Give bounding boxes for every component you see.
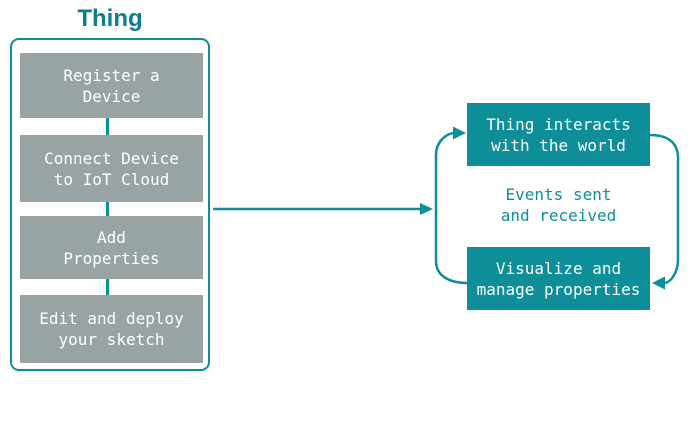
step-edit-deploy-sketch: Edit and deploy your sketch [20, 295, 203, 363]
cycle-right-arrow-head-icon [652, 276, 665, 290]
cycle-events-label: Events sent and received [500, 185, 617, 225]
cycle-right-arrow-curve [648, 133, 680, 285]
step-connect-device: Connect Device to IoT Cloud [20, 135, 203, 202]
cycle-box-thing-interacts: Thing interacts with the world [467, 103, 650, 166]
cycle-left-arrow-curve [434, 131, 469, 285]
diagram-title: Thing [77, 5, 143, 32]
step-add-properties: Add Properties [20, 216, 203, 279]
thing-container-outline [10, 38, 210, 371]
cycle-box-visualize-manage: Visualize and manage properties [467, 247, 650, 310]
step-register-device: Register a Device [20, 53, 203, 118]
cycle-left-arrow-head-icon [453, 126, 466, 140]
flow-arrow-head-icon [420, 203, 433, 215]
